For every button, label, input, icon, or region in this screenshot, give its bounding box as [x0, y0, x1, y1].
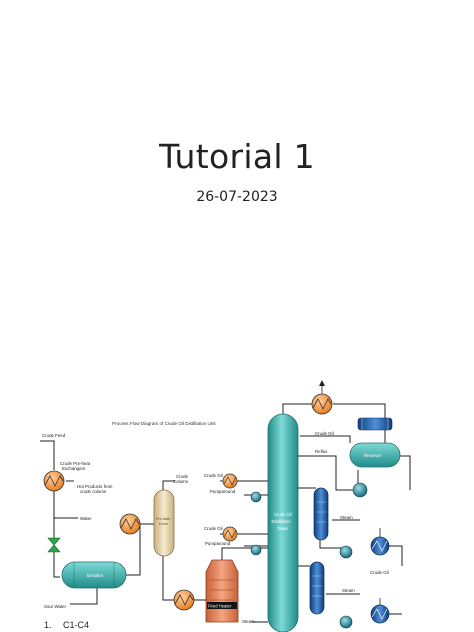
heat-exchanger-icon: [119, 513, 141, 535]
pipe-crude-feed: [40, 440, 55, 470]
label-crude-oil-top: Crude Oil: [315, 431, 334, 436]
label-crude-feed: Crude Feed: [42, 433, 66, 438]
label-crude-column-2: Column: [173, 479, 189, 484]
label-water: Water: [80, 516, 92, 521]
label-crude-preheat-1: Crude Pre-heat: [60, 461, 91, 466]
pump-icon: [339, 545, 353, 559]
pipe-drum-top: [162, 480, 175, 490]
overhead-cooler-icon: [311, 380, 333, 415]
product-cooler-icon: [370, 528, 390, 556]
pipe-overhead-to-cond: [333, 403, 386, 420]
preflash-drum: Pre-flash Drum: [153, 489, 175, 557]
label-sour-water: Sour Water: [44, 604, 67, 609]
bullet-list: 1. C1-C4: [44, 620, 89, 630]
list-item-text: C1-C4: [63, 620, 90, 630]
receiver-drum: Receiver: [349, 442, 401, 468]
fired-heater: Fired Heater: [205, 559, 239, 623]
desalter-vessel: Desalter: [61, 561, 127, 589]
control-valve-icon: [47, 537, 61, 553]
label-tower-2: Distillation: [272, 519, 292, 524]
heat-exchanger-icon: [222, 526, 238, 542]
label-tower-3: Tower: [277, 526, 289, 531]
pipe-drum-bottom: [162, 556, 174, 601]
heat-exchanger-icon: [222, 473, 238, 489]
pipe-reflux: [298, 455, 359, 491]
pipe-overhead: [282, 403, 312, 414]
heat-exchanger-icon: [173, 589, 195, 611]
label-steam-bottom: Steam: [242, 619, 255, 624]
label-hot-products-2: crude column: [80, 489, 107, 494]
label-crude-column-1: Crude: [176, 474, 189, 479]
process-flow-diagram: Process Flow Diagram of Crude Oil Distil…: [40, 380, 411, 632]
label-steam-2: Steam: [342, 588, 355, 593]
distillation-tower: Crude Oil Distillation Tower: [267, 413, 299, 632]
label-preflash-2: Drum: [159, 522, 168, 526]
label-steam-1: Steam: [340, 515, 353, 520]
pipe-stripper1-out: [319, 540, 345, 549]
label-crude-oil-1: Crude Oil: [204, 473, 223, 478]
label-pumparound-1: Pumparound: [210, 489, 236, 494]
label-crude-oil-right: Crude Oil: [370, 570, 389, 575]
pump-icon: [339, 615, 353, 629]
slide-title: Tutorial 1: [159, 137, 315, 176]
pipe-desalter-out: [126, 524, 141, 576]
list-item-number: 1.: [44, 620, 52, 630]
product-cooler-icon: [370, 598, 390, 624]
heat-exchanger-icon: [43, 470, 65, 492]
label-reflux: Reflux: [315, 449, 328, 454]
label-pumparound-2: Pumparound: [205, 541, 231, 546]
label-receiver: Receiver: [364, 453, 382, 458]
pipe-crude-oil-top: [300, 435, 351, 443]
pump-icon: [250, 491, 262, 503]
label-fired-heater: Fired Heater: [208, 604, 232, 609]
label-tower-1: Crude Oil: [274, 512, 292, 517]
label-crude-oil-2: Crude Oil: [204, 526, 223, 531]
label-hot-products-1: Hot Products from: [77, 484, 113, 489]
label-crude-preheat-2: Exchangers: [62, 466, 86, 471]
pipe-receiver-out: [400, 455, 411, 490]
pump-icon: [352, 482, 368, 498]
diagram-title: Process Flow Diagram of Crude Oil Distil…: [112, 421, 216, 426]
pipe-preheat-to-desalter: [53, 490, 60, 578]
label-desalter: Desalter: [87, 573, 104, 578]
side-stripper: [309, 561, 325, 615]
side-stripper: [313, 487, 329, 541]
slide-date: 26-07-2023: [196, 189, 278, 205]
label-preflash-1: Pre-flash: [156, 517, 170, 521]
pipe-right-pump-out: [388, 545, 403, 566]
condenser: [357, 417, 393, 431]
pump-icon: [250, 544, 262, 556]
pipe-sour-water: [70, 588, 98, 605]
